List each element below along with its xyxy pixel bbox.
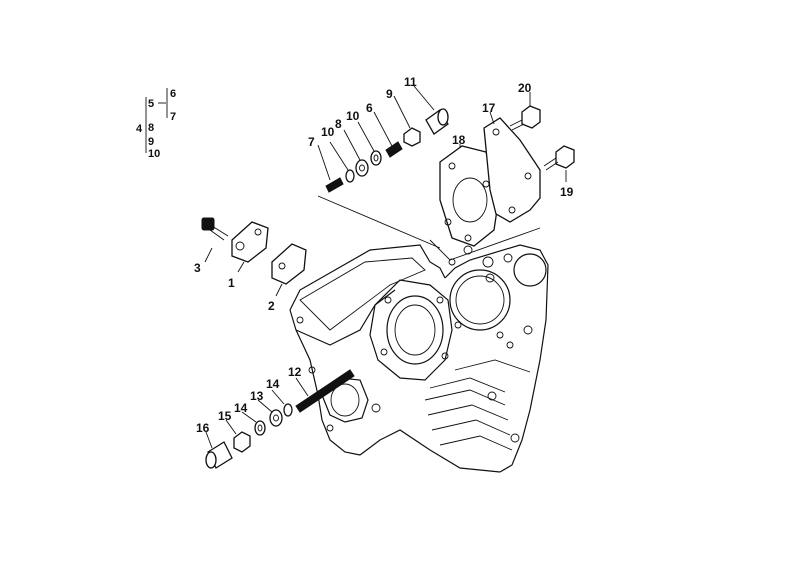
engine-block: [289, 195, 549, 473]
part-1-cover-plate: 1: [228, 221, 269, 290]
label-part-13: 13: [250, 389, 264, 403]
tree-label-9: 9: [148, 136, 154, 148]
label-part-16: 16: [196, 421, 210, 435]
label-part-15: 15: [218, 409, 232, 423]
label-part-8: 8: [335, 117, 342, 131]
label-part-19: 19: [560, 185, 574, 199]
tree-label-5: 5: [148, 98, 154, 110]
label-part-9: 9: [386, 87, 393, 101]
label-part-18: 18: [452, 133, 466, 147]
part-19-bolt: 19: [543, 145, 575, 199]
label-part-10a: 10: [321, 125, 335, 139]
part-2-gasket: 2: [268, 243, 307, 313]
label-part-14a: 14: [266, 377, 280, 391]
label-part-2: 2: [268, 299, 275, 313]
tree-label-6: 6: [170, 88, 176, 100]
label-part-1: 1: [228, 276, 235, 290]
tree-label-root: 4: [136, 123, 143, 135]
label-part-6: 6: [366, 101, 373, 115]
label-part-10b: 10: [346, 109, 360, 123]
tree-label-7: 7: [170, 111, 176, 123]
label-part-12: 12: [288, 365, 302, 379]
label-part-17: 17: [482, 101, 496, 115]
stud-assembly-upper: 7 10 8 10 6 9 11: [308, 75, 449, 193]
stud-assembly-lower: 12 14 13 14 15 16: [196, 365, 355, 469]
label-part-20: 20: [518, 81, 532, 95]
part-17-cover-plate: 17: [482, 101, 541, 223]
assembly-tree: 4 5 6 7 8 9 10: [136, 88, 176, 160]
label-part-7: 7: [308, 135, 315, 149]
part-3-bolt: 3: [194, 217, 229, 275]
label-part-11: 11: [404, 75, 417, 89]
part-20-bolt: 20: [509, 81, 541, 131]
label-part-14b: 14: [234, 401, 248, 415]
tree-label-10: 10: [148, 148, 160, 160]
label-part-3: 3: [194, 261, 201, 275]
part-18-gasket: 18: [439, 133, 501, 247]
tree-label-8: 8: [148, 122, 154, 134]
